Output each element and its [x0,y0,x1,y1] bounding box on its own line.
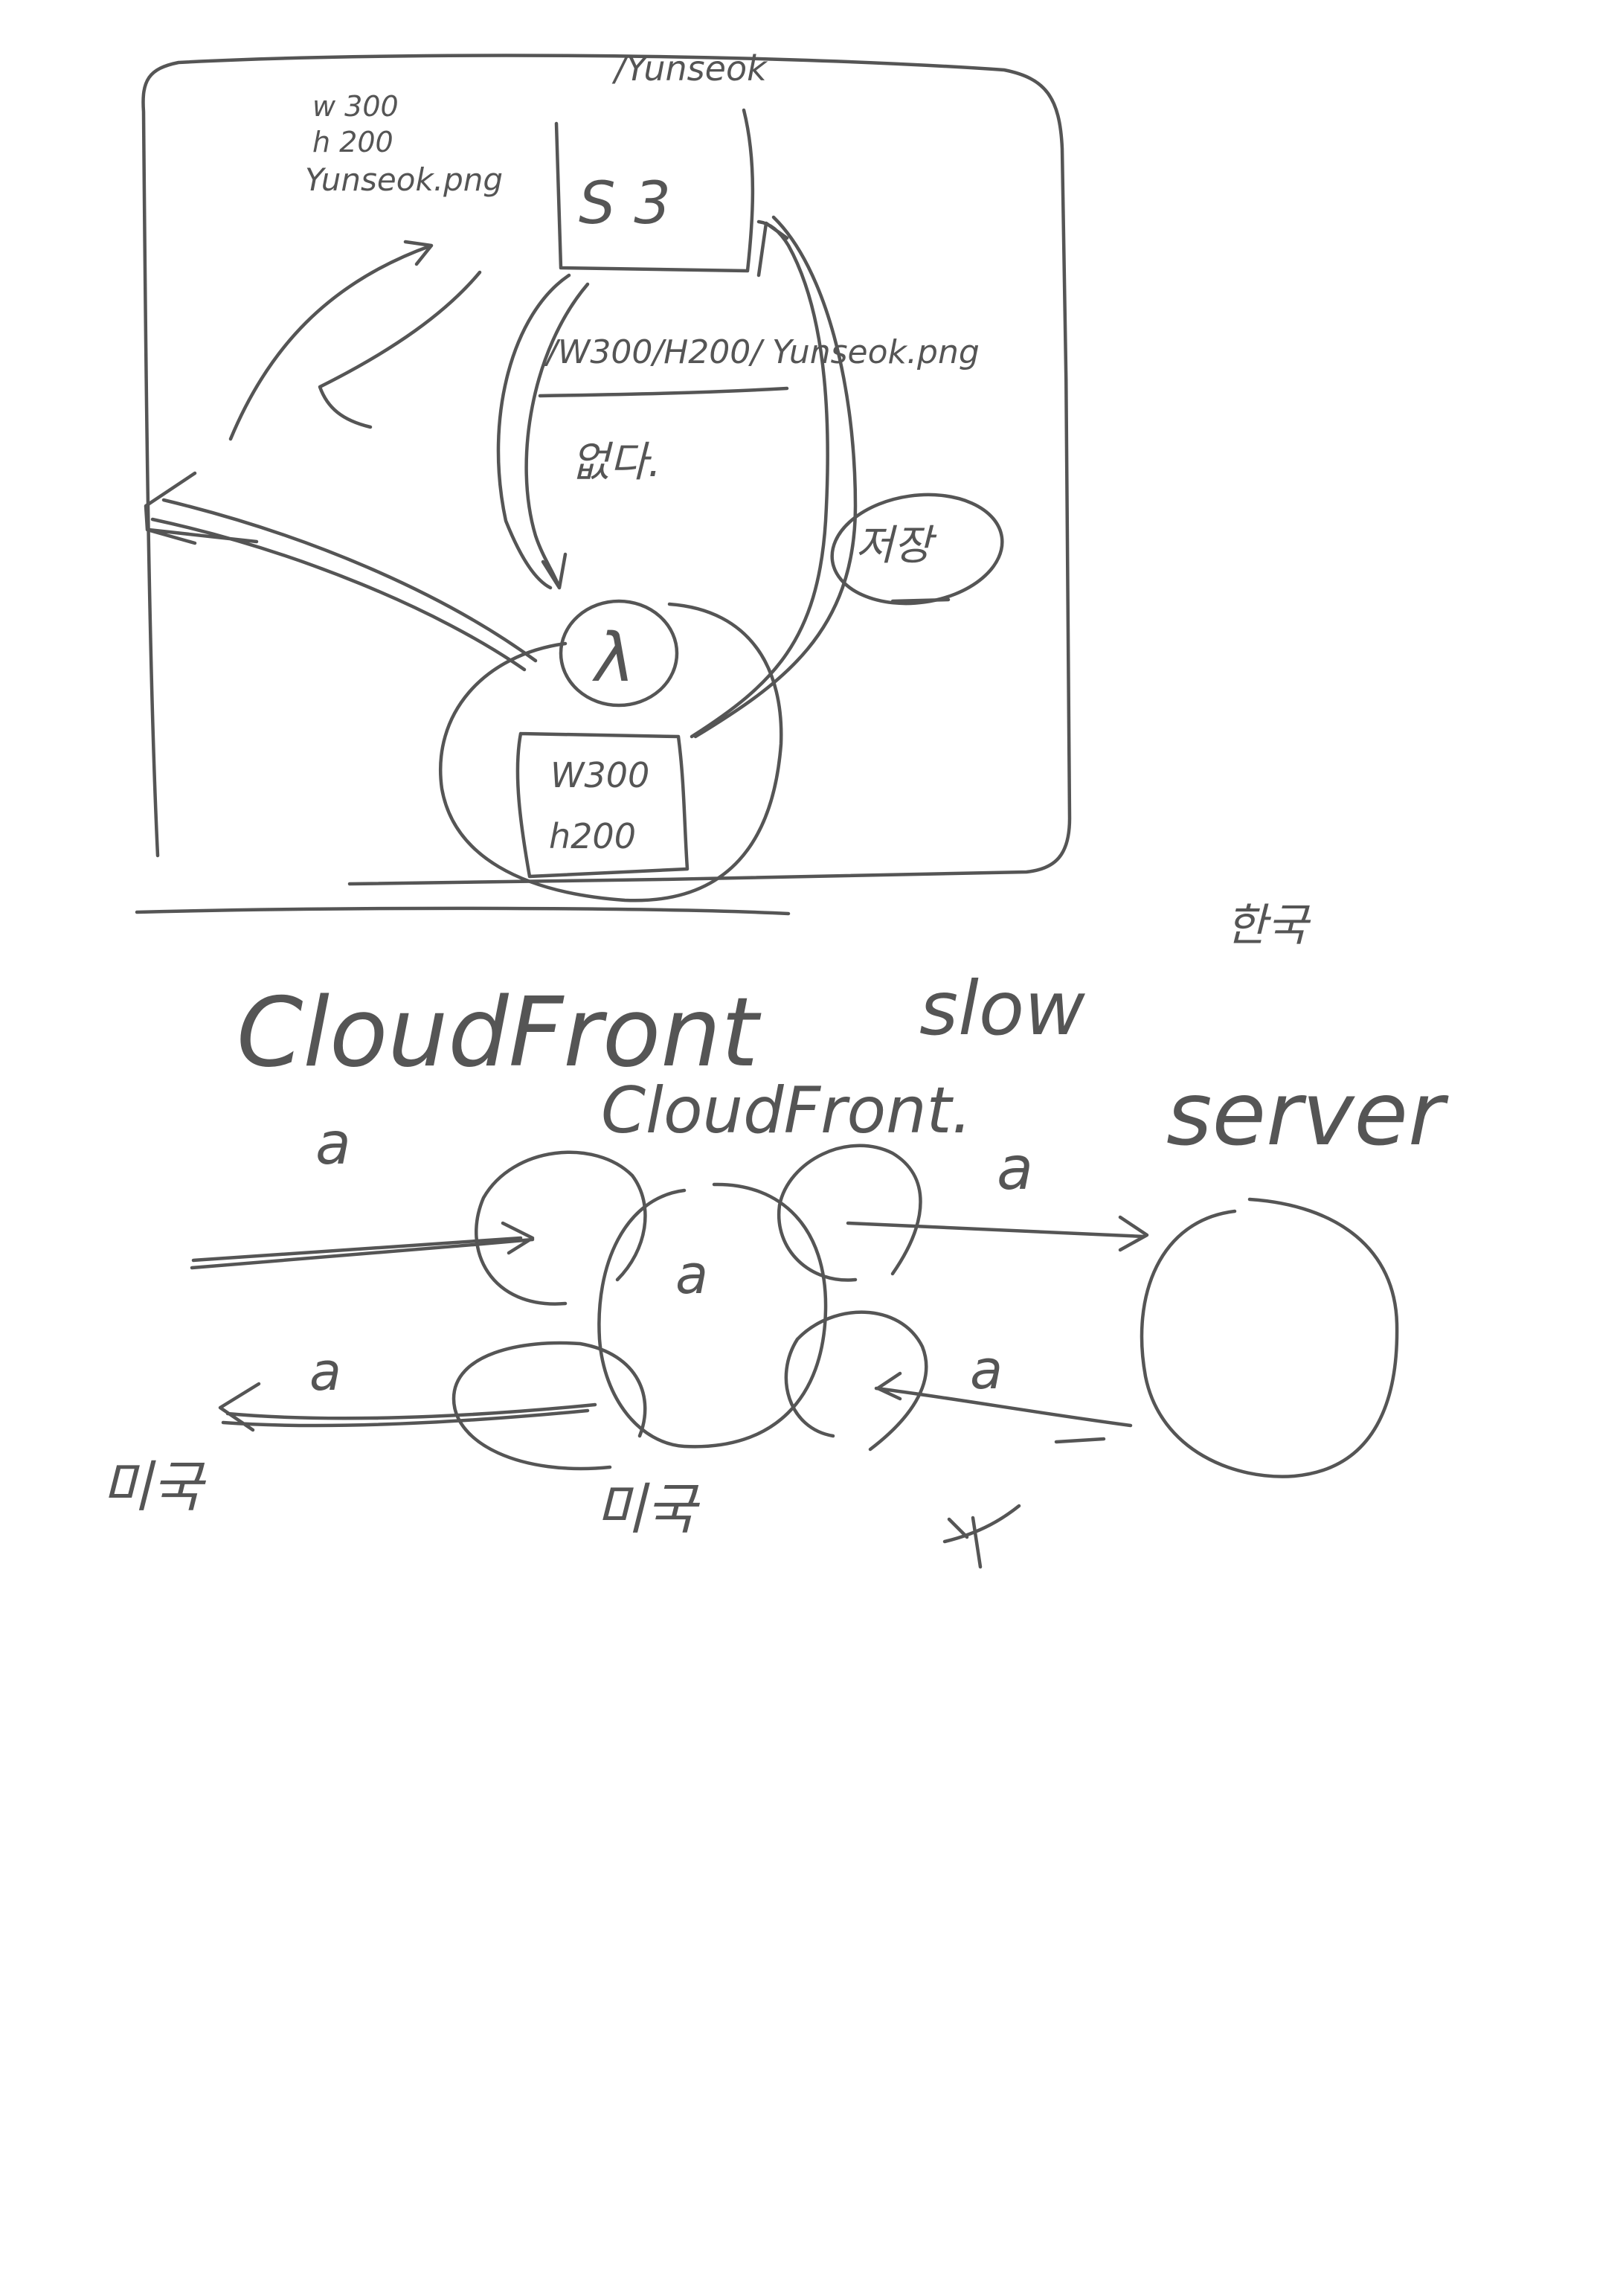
frame-baseline [135,906,791,916]
cloudfront-heading: CloudFront [237,978,762,1088]
cloudfront-label: CloudFront. [601,1074,972,1148]
lambda-resize-diagram: S 3 /Yunseok w 300 h 200 Yunseok.png /W3… [135,48,1072,916]
cross-mark [942,1504,1021,1569]
lambda-to-s3-arrow [690,215,858,739]
s3-box [554,108,755,273]
filename-param-note: Yunseok.png [305,161,503,198]
resized-height-label: h200 [549,816,636,856]
request-arrow [190,1221,535,1270]
region-label-center: 미국 [595,1478,700,1542]
server-label: server [1166,1062,1449,1165]
request-label: a [315,1111,351,1178]
save-note-ellipse [830,493,1004,606]
edge-circle-bottom-right [784,1310,928,1452]
save-note: 저장 [855,522,937,570]
lambda-group-ellipse [439,602,783,902]
server-circle [1140,1197,1399,1478]
height-param-note: h 200 [312,126,393,158]
edge-circle-center [597,1182,828,1449]
s3-to-lambda-arrow [496,273,590,590]
param-double-arrow [228,240,482,441]
width-param-note: w 300 [312,90,399,123]
response-label: a [309,1341,341,1402]
edge-circle-top-right [777,1144,922,1282]
forward-arrow [846,1215,1149,1252]
edge-circle-top-left [475,1150,647,1306]
lambda-label: λ [592,619,634,697]
resized-width-label: W300 [550,755,649,795]
korean-note: 한국 [1226,900,1311,952]
lambda-to-client-arrow [144,471,538,672]
not-found-note: 없다. [571,438,661,487]
save-note-tail [890,597,951,603]
top-path-label: /Yunseok [611,48,768,89]
return-dash [1054,1437,1106,1444]
s3-label: S 3 [579,170,671,237]
outer-frame [141,54,1072,886]
slow-note: slow [919,965,1085,1052]
forward-label: a [997,1134,1033,1203]
return-arrow [874,1371,1133,1428]
lambda-circle [559,599,679,708]
resize-path-label: /W300/H200/ Yunseok.png [544,333,980,371]
resized-image-box [515,731,690,879]
response-arrow [218,1382,597,1432]
edge-circle-bottom-left [451,1341,647,1471]
return-label: a [970,1338,1003,1401]
core-cache-label: a [675,1243,708,1306]
resize-path-underline [538,386,789,398]
cloudfront-caching-diagram: CloudFront. server a a a a a 미국 미국 [101,1062,1449,1569]
region-label-left: 미국 [101,1455,206,1519]
